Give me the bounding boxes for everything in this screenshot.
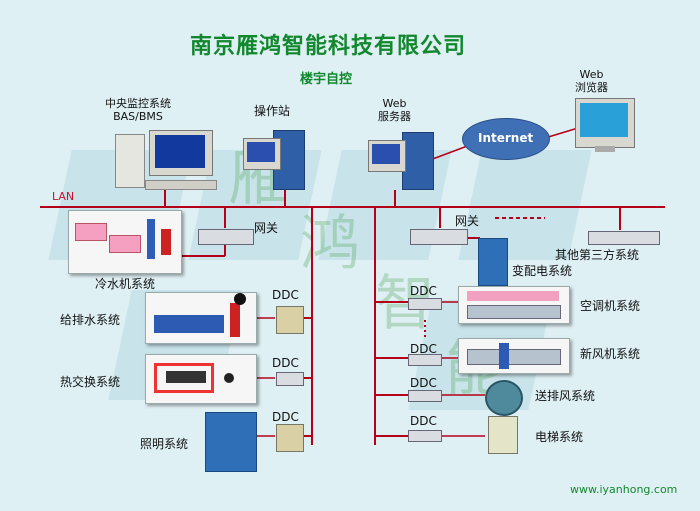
fresh-air-label: 新风机系统 bbox=[580, 347, 641, 361]
central-monitor-label: 中央监控系统 BAS/BMS bbox=[105, 97, 171, 123]
chiller-diagram-box bbox=[68, 210, 182, 274]
ddc-controller-icon bbox=[408, 298, 442, 310]
ddc-controller-icon bbox=[408, 354, 442, 366]
ddc-controller-icon bbox=[276, 306, 304, 334]
ddc-label: DDC bbox=[272, 288, 299, 302]
elevator-label: 电梯系统 bbox=[535, 430, 584, 444]
ddc-controller-icon bbox=[276, 424, 304, 452]
ddc-label: DDC bbox=[410, 376, 437, 390]
internet-link bbox=[544, 127, 579, 139]
web-server-label: Web 服务器 bbox=[378, 97, 411, 123]
ddc-label: DDC bbox=[272, 356, 299, 370]
website-url[interactable]: www.iyanhong.com bbox=[570, 483, 678, 496]
gateway-right-device-icon bbox=[410, 229, 468, 245]
ahu-diagram-box bbox=[458, 286, 570, 324]
ddc-label: DDC bbox=[410, 414, 437, 428]
water-diagram-box bbox=[145, 292, 257, 344]
ddc-label: DDC bbox=[410, 342, 437, 356]
fresh-air-diagram-box bbox=[458, 338, 570, 374]
gateway-left-label: 网关 bbox=[254, 221, 279, 235]
operator-station-label: 操作站 bbox=[254, 104, 291, 118]
chiller-label: 冷水机系统 bbox=[95, 277, 156, 291]
substation-cabinet-icon bbox=[478, 238, 508, 286]
gateway-left-device-icon bbox=[198, 229, 254, 245]
web-server-computer-icon bbox=[368, 132, 438, 192]
internet-label: Internet bbox=[478, 131, 534, 145]
page-subtitle: 楼宇自控 bbox=[300, 72, 353, 87]
substation-label: 变配电系统 bbox=[512, 264, 573, 278]
water-label: 给排水系统 bbox=[60, 313, 121, 327]
page-title: 南京雁鸿智能科技有限公司 bbox=[190, 34, 467, 59]
operator-station-computer-icon bbox=[243, 130, 313, 190]
web-browser-label: Web 浏览器 bbox=[575, 68, 608, 94]
ahu-label: 空调机系统 bbox=[580, 299, 641, 313]
heat-exchange-label: 热交换系统 bbox=[60, 375, 121, 389]
ddc-label: DDC bbox=[272, 410, 299, 424]
third-party-label: 其他第三方系统 bbox=[555, 248, 640, 262]
lighting-label: 照明系统 bbox=[140, 437, 189, 451]
internet-cloud-icon bbox=[462, 118, 550, 160]
lan-label: LAN bbox=[52, 190, 75, 203]
internet-link bbox=[429, 144, 471, 161]
ddc-controller-icon bbox=[408, 390, 442, 402]
ddc-label: DDC bbox=[410, 284, 437, 298]
gateway-right-label: 网关 bbox=[455, 214, 480, 228]
heat-exchange-diagram-box bbox=[145, 354, 257, 404]
ddc-controller-icon bbox=[408, 430, 442, 442]
third-party-device-icon bbox=[588, 231, 660, 245]
elevator-icon bbox=[488, 416, 518, 454]
web-browser-monitor-icon bbox=[575, 98, 635, 156]
ventilation-label: 送排风系统 bbox=[535, 389, 596, 403]
lighting-panel-icon bbox=[205, 412, 257, 472]
watermark-glyph: 鸿 bbox=[300, 209, 360, 279]
fan-icon bbox=[485, 380, 523, 416]
ddc-controller-icon bbox=[276, 372, 304, 386]
central-monitor-computer-icon bbox=[115, 130, 217, 192]
